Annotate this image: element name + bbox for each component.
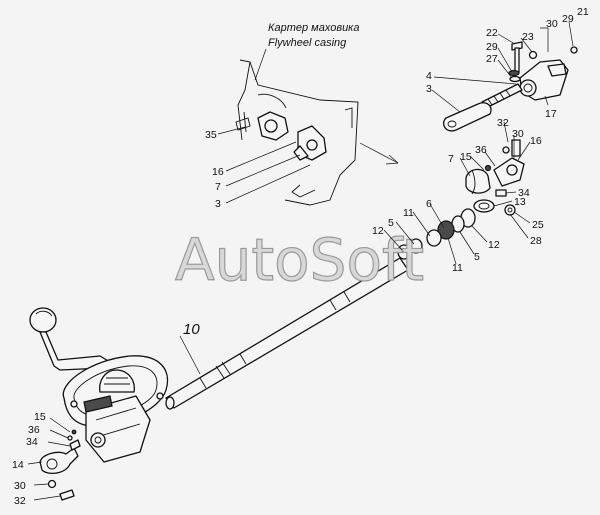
callout-36-b: 36 — [28, 424, 40, 436]
callout-3-b: 3 — [426, 83, 432, 95]
callout-labels: 35 16 7 3 22 23 30 29 21 29 27 4 3 17 32… — [12, 6, 589, 507]
callout-11-b: 11 — [452, 262, 463, 274]
callout-28: 28 — [530, 235, 542, 247]
callout-25: 25 — [532, 219, 544, 231]
callout-5-b: 5 — [474, 251, 480, 263]
direction-arrow-head — [385, 154, 399, 165]
callout-10: 10 — [183, 321, 200, 338]
callout-13: 13 — [514, 196, 526, 208]
callout-30-b: 30 — [512, 128, 524, 140]
callout-16-b: 16 — [530, 135, 542, 147]
callout-34-b: 34 — [26, 436, 38, 448]
callout-35: 35 — [205, 129, 217, 141]
callout-11: 11 — [403, 207, 414, 219]
flywheel-casing-inset — [235, 59, 359, 206]
callout-7: 7 — [215, 181, 221, 193]
direction-arrow-line — [359, 142, 399, 164]
callout-12: 12 — [372, 225, 384, 237]
callout-7-b: 7 — [448, 153, 454, 165]
callout-6: 6 — [426, 198, 432, 210]
lever-assembly — [442, 41, 578, 132]
callout-27: 27 — [486, 53, 498, 65]
callout-17: 17 — [545, 108, 557, 120]
callout-21: 21 — [577, 6, 589, 18]
callout-32-b: 32 — [14, 495, 26, 507]
callout-5: 5 — [388, 217, 394, 229]
leader-lines — [27, 21, 574, 501]
caption-ru: Картер маховика — [268, 22, 360, 34]
shift-rod-10 — [165, 257, 409, 410]
callout-30: 30 — [546, 18, 558, 30]
caption-leader — [254, 48, 267, 81]
callout-3: 3 — [215, 198, 221, 210]
callout-36: 36 — [475, 144, 487, 156]
callout-34: 34 — [518, 187, 530, 199]
callout-15-b: 15 — [34, 411, 46, 423]
callout-16: 16 — [212, 166, 224, 178]
callout-22: 22 — [486, 27, 498, 39]
callout-32: 32 — [497, 117, 509, 129]
callout-4: 4 — [426, 70, 432, 82]
gear-lever-assembly — [29, 307, 168, 501]
callout-23: 23 — [522, 31, 534, 43]
caption-en: Flywheel casing — [268, 37, 347, 49]
watermark-text: AutoSoft — [175, 226, 424, 294]
joint-parts — [397, 139, 525, 260]
callout-12-b: 12 — [488, 239, 500, 251]
callout-29-b: 29 — [486, 41, 498, 53]
callout-15: 15 — [460, 151, 472, 163]
callout-29: 29 — [562, 13, 574, 25]
callout-30-c: 30 — [14, 480, 26, 492]
callout-14: 14 — [12, 459, 24, 471]
